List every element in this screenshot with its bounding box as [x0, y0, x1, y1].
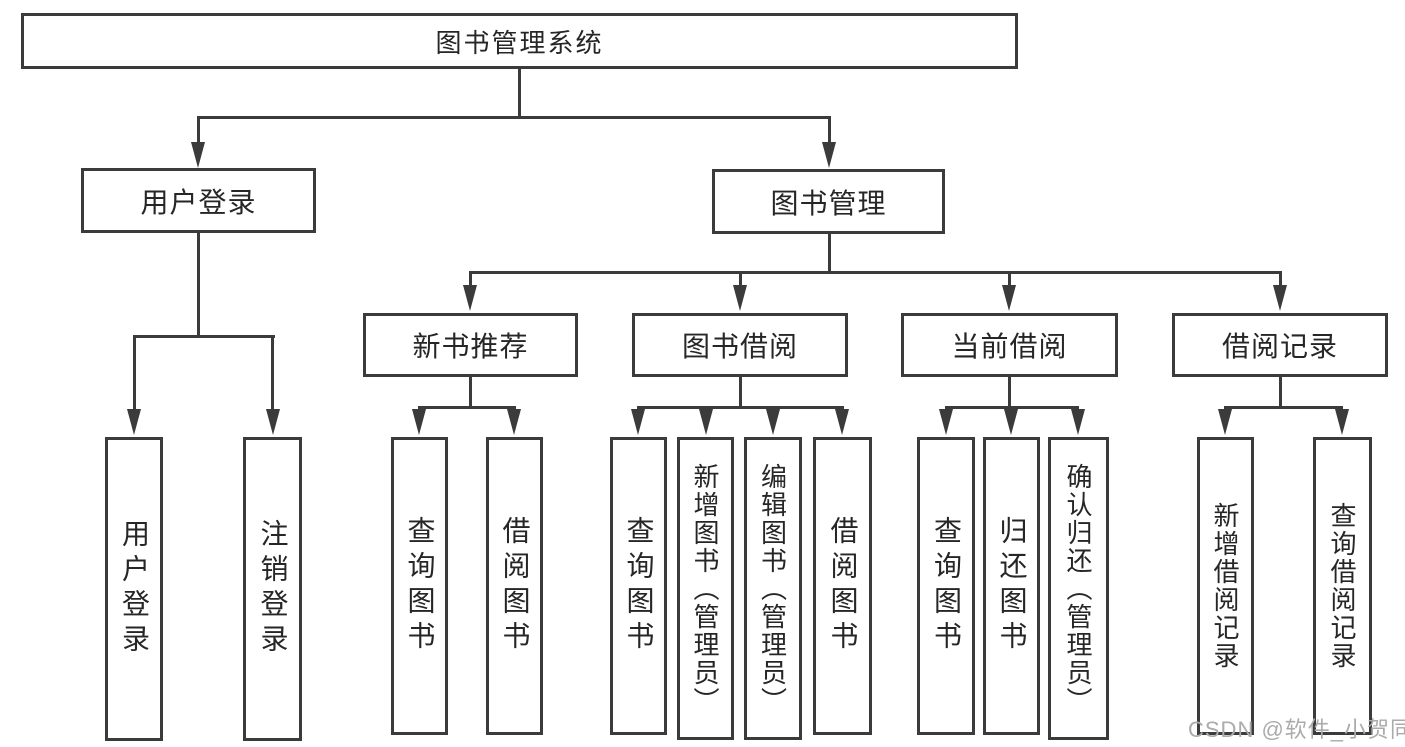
arrowhead-to-borrow-query-book [631, 409, 645, 435]
connector-bookmgmt-drop-1 [469, 271, 472, 287]
watermark: CSDN @软件_小贺同学 [1188, 717, 1405, 742]
arrowhead-to-book-management [822, 142, 836, 168]
node-book-borrowing: 图书借阅 [632, 313, 848, 377]
arrowhead-to-current-confirm-return [1071, 409, 1085, 435]
leaf-current-return-book: 归还图书 [983, 437, 1040, 735]
leaf-logout: 注销登录 [243, 437, 302, 741]
arrowhead-to-borrowing-records [1273, 285, 1287, 311]
leaf-current-query-book: 查询图书 [917, 437, 975, 735]
connector-recommend-stem [469, 375, 472, 409]
leaf-user-login: 用户登录 [105, 437, 163, 741]
leaf-borrow-add-book-admin: 新增图书（管理员） [677, 437, 734, 740]
arrowhead-to-borrow-edit-book [766, 409, 780, 435]
connector-bookmgmt-drop-4 [1279, 271, 1282, 287]
arrowhead-to-current-return-book [1004, 409, 1018, 435]
connector-bookmgmt-rail [469, 271, 1282, 274]
arrowhead-to-current-query-book [939, 409, 953, 435]
connector-userlogin-stem [197, 232, 200, 337]
leaf-recommend-borrow-book: 借阅图书 [486, 437, 543, 735]
node-root-library-management-system: 图书管理系统 [21, 13, 1018, 69]
connector-bookmgmt-drop-2 [739, 271, 742, 287]
connector-current-stem [1008, 375, 1011, 409]
connector-recommend-rail [418, 406, 516, 409]
arrowhead-to-borrow-add-book [699, 409, 713, 435]
connector-root-drop-right [828, 116, 831, 144]
connector-borrowing-rail [637, 406, 844, 409]
node-user-login: 用户登录 [81, 168, 316, 233]
connector-userlogin-drop-1 [133, 335, 136, 411]
arrowhead-to-recommend-borrow-book [507, 409, 521, 435]
connector-borrowing-stem [739, 375, 742, 409]
leaf-borrow-edit-book-admin: 编辑图书（管理员） [744, 437, 802, 740]
leaf-current-confirm-return-admin: 确认归还（管理员） [1048, 437, 1109, 740]
connector-records-stem [1279, 375, 1282, 409]
arrowhead-to-records-query-record [1335, 409, 1349, 435]
arrowhead-to-leaf-user-login [127, 409, 141, 435]
arrowhead-to-user-login [191, 142, 205, 168]
connector-root-rail [197, 116, 831, 119]
connector-records-rail [1224, 406, 1343, 409]
arrowhead-to-recommend-query-book [412, 409, 426, 435]
arrowhead-to-borrow-borrow-book [835, 409, 849, 435]
connector-userlogin-drop-2 [271, 335, 274, 411]
arrowhead-to-new-book-recommendation [463, 285, 477, 311]
arrowhead-to-current-borrowing [1002, 285, 1016, 311]
leaf-records-query-borrow-record: 查询借阅记录 [1313, 437, 1372, 735]
arrowhead-to-records-add-record [1218, 409, 1232, 435]
leaf-borrow-borrow-book: 借阅图书 [813, 437, 872, 735]
leaf-borrow-query-book: 查询图书 [610, 437, 667, 735]
connector-root-stem [518, 69, 521, 118]
leaf-records-add-borrow-record: 新增借阅记录 [1197, 437, 1254, 735]
node-new-book-recommendation: 新书推荐 [363, 313, 578, 377]
connector-bookmgmt-stem [828, 232, 831, 274]
connector-current-rail [945, 406, 1079, 409]
node-borrowing-records: 借阅记录 [1172, 313, 1388, 377]
connector-userlogin-rail [133, 335, 275, 338]
node-current-borrowing: 当前借阅 [901, 313, 1118, 377]
leaf-recommend-query-book: 查询图书 [391, 437, 448, 735]
connector-bookmgmt-drop-3 [1008, 271, 1011, 287]
node-book-management: 图书管理 [712, 169, 945, 234]
arrowhead-to-leaf-logout [266, 409, 280, 435]
arrowhead-to-book-borrowing [733, 285, 747, 311]
connector-root-drop-left [197, 116, 200, 144]
